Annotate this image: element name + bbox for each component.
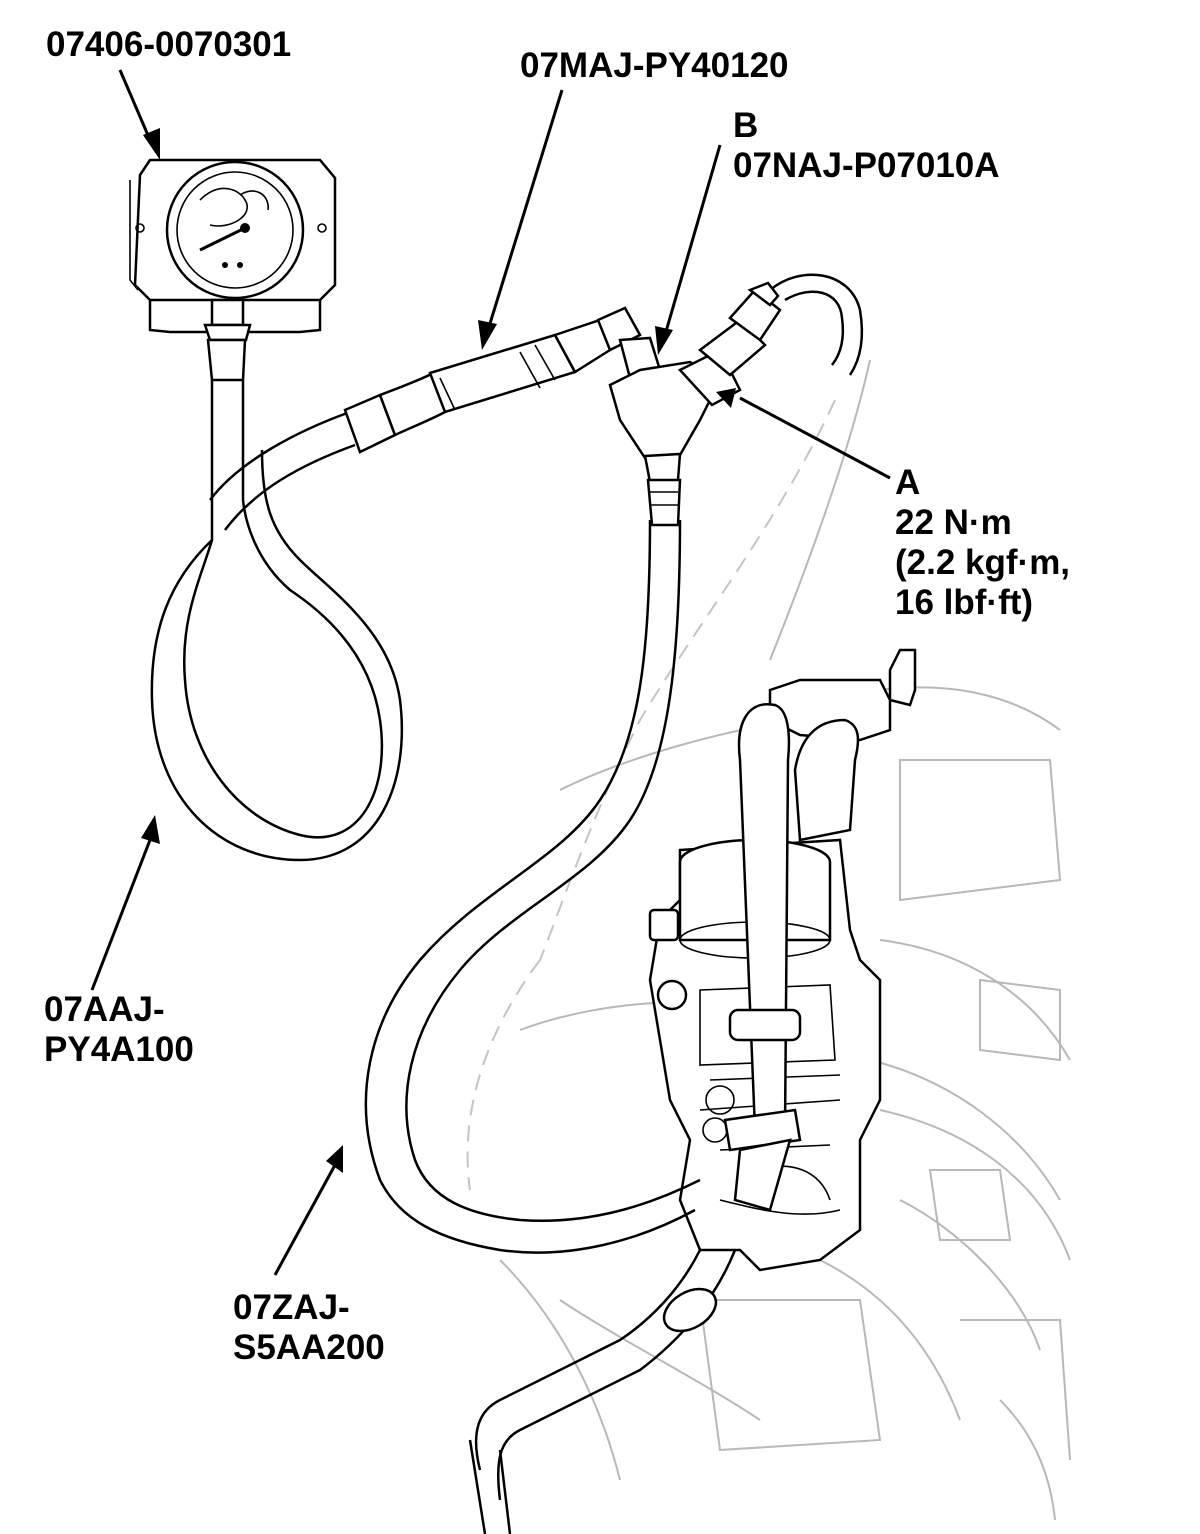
hoses (150, 273, 864, 1254)
callout-a: A 22 N·m (2.2 kgf·m, 16 lbf·ft) (895, 463, 1070, 623)
tee-fitting (608, 281, 782, 527)
pressure-gauge (129, 158, 337, 382)
left-hose-part-number: 07AAJ- PY4A100 (44, 990, 194, 1070)
callout-b-part-number: 07NAJ-P07010A (733, 146, 1000, 185)
callout-a-letter: A (895, 463, 921, 502)
hose-part-number: 07MAJ-PY40120 (520, 46, 789, 85)
torque-nm: 22 N·m (895, 503, 1012, 542)
callout-b-letter: B (733, 106, 759, 145)
left-hose-part-line-2: PY4A100 (44, 1030, 194, 1069)
bottom-hose-part-number: 07ZAJ- S5AA200 (233, 1288, 385, 1368)
bottom-hose-part-line-2: S5AA200 (233, 1328, 385, 1367)
callout-b: B 07NAJ-P07010A (733, 106, 1000, 186)
bottom-hose-part-line-1: 07ZAJ- (233, 1288, 350, 1327)
torque-kgfm: (2.2 kgf·m, (895, 543, 1071, 582)
torque-lbfft: 16 lbf·ft) (895, 583, 1034, 622)
leader-arrows (90, 69, 891, 1276)
left-hose-part-line-1: 07AAJ- (44, 990, 165, 1029)
gauge-part-number: 07406-0070301 (46, 25, 292, 64)
adapter-hose (343, 306, 662, 454)
fuel-filter-assembly (468, 648, 917, 1534)
